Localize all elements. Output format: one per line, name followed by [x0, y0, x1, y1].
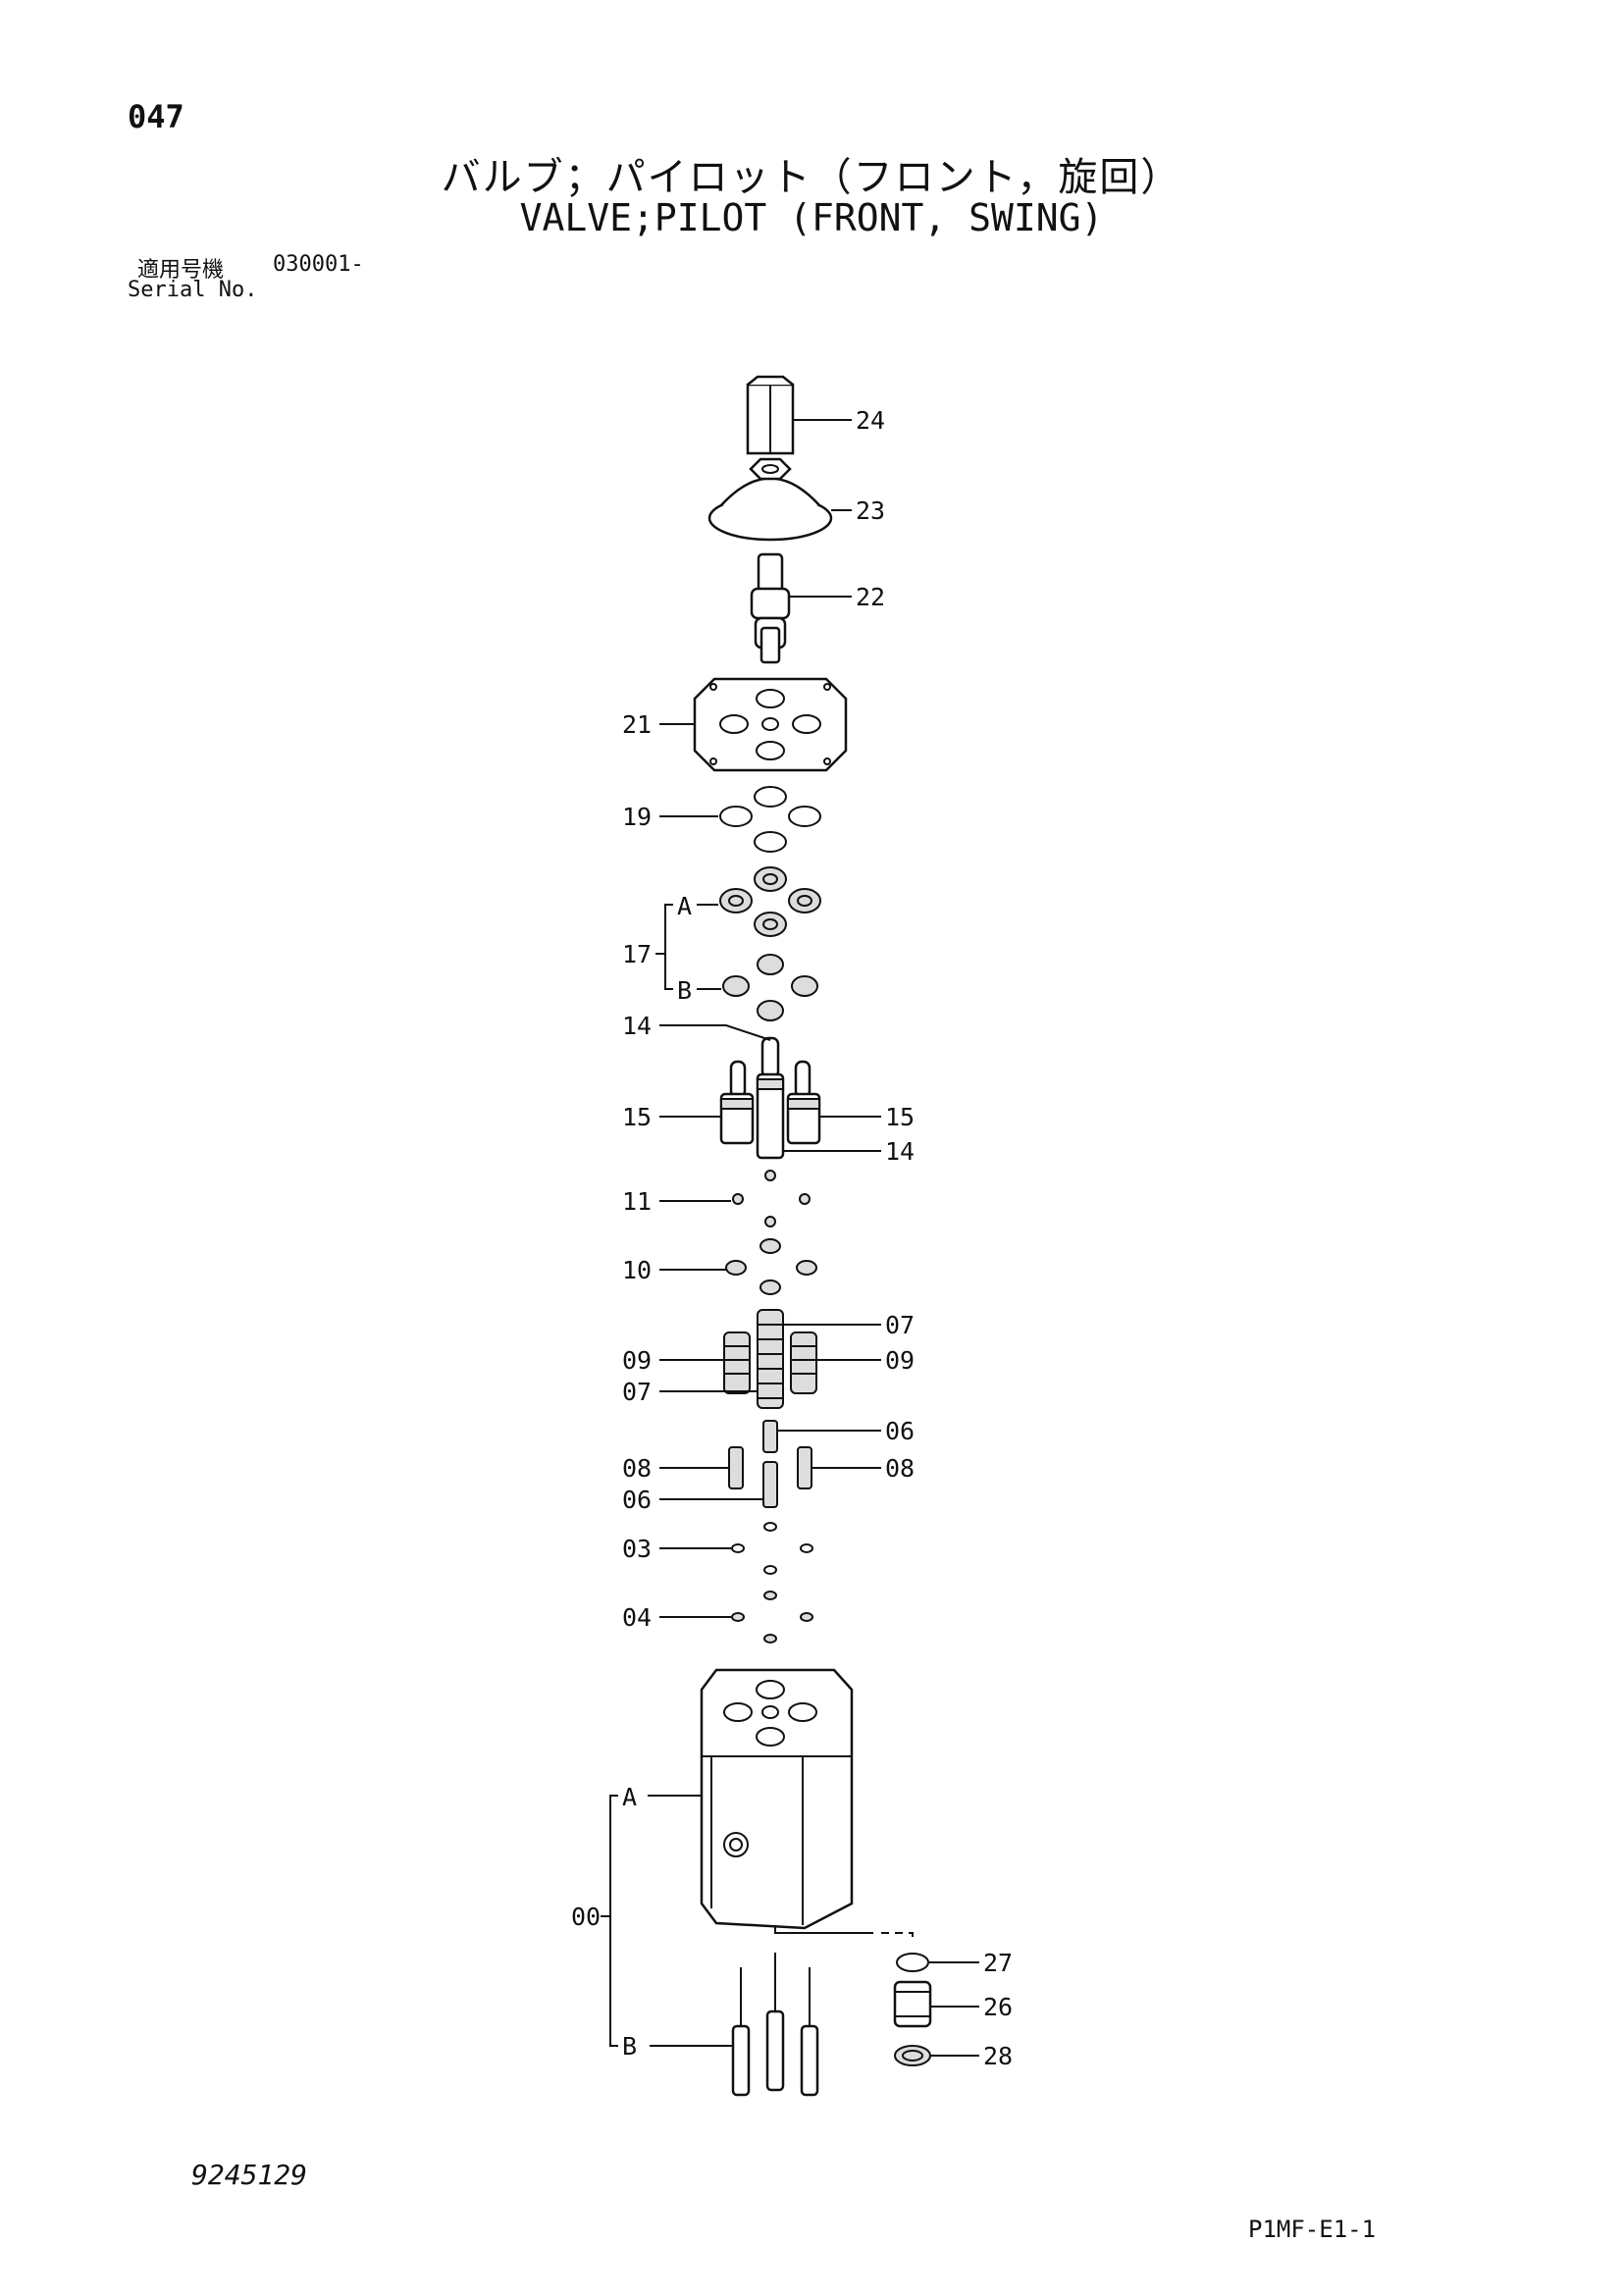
callout-17-b: B	[677, 976, 692, 1005]
callout-11: 11	[622, 1187, 652, 1216]
callout-00: 00	[571, 1903, 601, 1931]
callout-14-upper: 14	[622, 1012, 652, 1040]
part-00a-casing	[700, 1668, 854, 1930]
callout-10: 10	[622, 1256, 652, 1284]
callout-26: 26	[983, 1993, 1013, 2021]
page-code: P1MF-E1-1	[1248, 2216, 1377, 2243]
callout-28: 28	[983, 2042, 1013, 2070]
serial-label-english: Serial No.	[128, 278, 258, 302]
serial-value: 030001-	[273, 252, 364, 277]
serial-label-japanese: 適用号機	[137, 258, 225, 283]
callout-17: 17	[622, 940, 652, 968]
callout-24: 24	[856, 406, 885, 435]
page-title-japanese: バルブ；パイロット（フロント，旋回）	[441, 155, 1182, 200]
callout-00-a: A	[622, 1783, 637, 1811]
part-10-seats	[725, 1238, 817, 1295]
document-number: 9245129	[191, 2159, 308, 2191]
part-04-shims	[731, 1591, 813, 1644]
part-11-spring-seats	[732, 1170, 811, 1227]
callout-17-a: A	[677, 892, 692, 920]
part-19-o-rings	[719, 786, 821, 853]
callout-27: 27	[983, 1949, 1013, 1977]
callout-08-right: 08	[885, 1454, 915, 1483]
part-00b-pins	[731, 1953, 819, 2097]
callout-00-b: B	[622, 2032, 637, 2061]
part-22-joint	[750, 552, 791, 664]
part-14-15-pushers	[719, 1036, 821, 1160]
callout-14-lower: 14	[885, 1137, 915, 1166]
callout-15-right: 15	[885, 1103, 915, 1131]
page-title-english: VALVE;PILOT (FRONT, SWING)	[519, 196, 1104, 239]
callout-22: 22	[856, 583, 885, 611]
part-06-08-springs	[728, 1420, 812, 1508]
part-28-o-ring	[894, 2045, 931, 2066]
part-17a-seals	[719, 866, 821, 937]
part-24-hex-socket	[746, 375, 795, 455]
callout-23: 23	[856, 496, 885, 525]
part-26-plug	[893, 1980, 932, 2028]
callout-06-upper: 06	[885, 1417, 915, 1445]
callout-21: 21	[622, 710, 652, 739]
callout-09-right: 09	[885, 1346, 915, 1375]
page-number: 047	[128, 98, 184, 135]
part-27-o-ring	[896, 1953, 929, 1972]
callout-04: 04	[622, 1603, 652, 1632]
callout-07-lower: 07	[622, 1378, 652, 1406]
callout-15-left: 15	[622, 1103, 652, 1131]
part-17b-seals	[722, 954, 818, 1021]
callout-07-upper: 07	[885, 1311, 915, 1339]
callout-19: 19	[622, 803, 652, 831]
part-21-plate	[693, 677, 848, 772]
part-03-washers	[731, 1522, 813, 1575]
callout-09-left: 09	[622, 1346, 652, 1375]
callout-08-left: 08	[622, 1454, 652, 1483]
part-07-09-springs	[723, 1309, 817, 1409]
callout-06-lower: 06	[622, 1486, 652, 1514]
part-23-cover-boot	[707, 457, 833, 542]
callout-03: 03	[622, 1535, 652, 1563]
